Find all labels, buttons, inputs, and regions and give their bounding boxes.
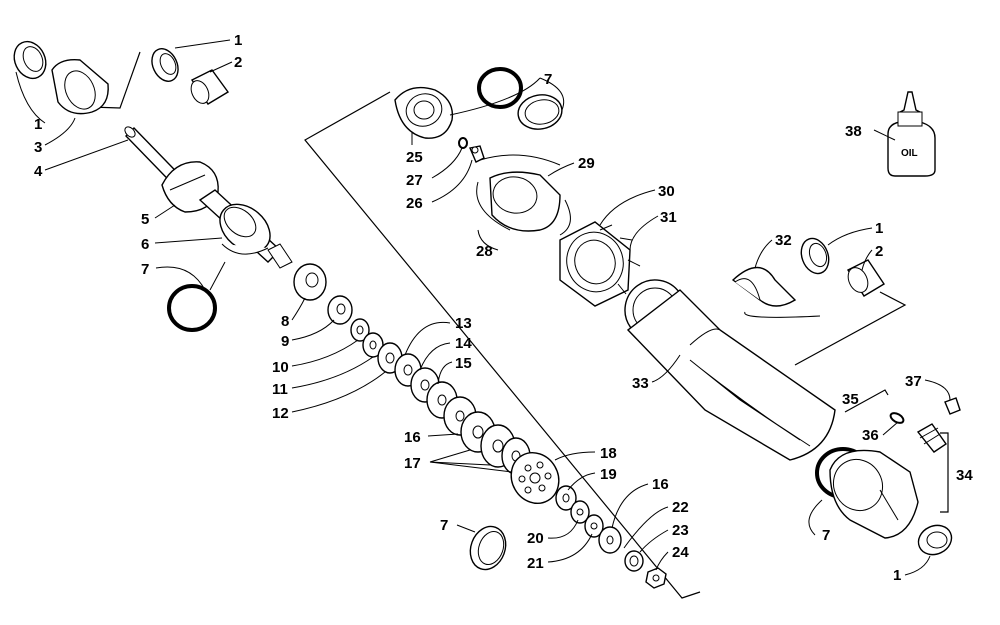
callout-15: 15 xyxy=(455,355,472,372)
shim-stack xyxy=(293,263,531,475)
callout-30: 30 xyxy=(658,183,675,200)
bushing-1-right xyxy=(800,237,830,275)
callout-20: 20 xyxy=(527,530,544,547)
callout-37: 37 xyxy=(905,373,922,390)
valve-assembly-34 xyxy=(889,397,961,453)
callout-1: 1 xyxy=(893,567,901,584)
reservoir-body-33 xyxy=(624,279,836,461)
shim-19 xyxy=(555,485,577,511)
wear-band-7-bottom xyxy=(469,525,507,571)
oil-bottle-38: OIL xyxy=(887,91,936,177)
callout-36: 36 xyxy=(862,427,879,444)
callout-13: 13 xyxy=(455,315,472,332)
callout-19: 19 xyxy=(600,466,617,483)
top-left-bushing-group xyxy=(13,40,230,115)
callout-23: 23 xyxy=(672,522,689,539)
o-ring-7-left xyxy=(167,284,217,332)
callout-34: 34 xyxy=(956,467,973,484)
callout-32: 32 xyxy=(775,232,792,249)
cap-37 xyxy=(944,397,961,415)
callout-2: 2 xyxy=(875,243,883,260)
shim-10 xyxy=(350,318,370,342)
bushing-1-upper xyxy=(151,48,179,82)
callout-1: 1 xyxy=(875,220,883,237)
valve-core-35 xyxy=(916,423,947,453)
callout-8: 8 xyxy=(281,313,289,330)
callout-33: 33 xyxy=(632,375,649,392)
shaft-thread-tip xyxy=(267,243,293,269)
piston-29 xyxy=(489,171,561,232)
callout-29: 29 xyxy=(578,155,595,172)
callout-7: 7 xyxy=(544,71,552,88)
callout-16: 16 xyxy=(652,476,669,493)
lock-ring-31 xyxy=(599,224,641,295)
callout-25: 25 xyxy=(406,149,423,166)
callout-7: 7 xyxy=(440,517,448,534)
callout-1: 1 xyxy=(234,32,242,49)
piston-18 xyxy=(510,452,560,504)
callout-38: 38 xyxy=(845,123,862,140)
o-ring-27 xyxy=(458,137,468,149)
right-bushing-group xyxy=(800,237,885,297)
washer-9 xyxy=(327,295,353,325)
spacer-2-upper xyxy=(190,69,230,105)
callout-2: 2 xyxy=(234,54,242,71)
callout-4: 4 xyxy=(34,163,43,180)
reservoir-end-cap xyxy=(829,449,919,539)
callout-18: 18 xyxy=(600,445,617,462)
callout-24: 24 xyxy=(672,544,689,561)
callout-12: 12 xyxy=(272,405,289,422)
spring-clip-32 xyxy=(731,266,797,307)
washer-23 xyxy=(624,550,644,572)
shim-21 xyxy=(584,514,604,538)
callout-5: 5 xyxy=(141,211,149,228)
upper-cap-25 xyxy=(394,86,454,139)
callout-3: 3 xyxy=(34,139,42,156)
shim-16b xyxy=(598,526,622,554)
seal-rings-28 xyxy=(476,154,571,236)
shaft-assembly xyxy=(124,126,293,269)
callout-6: 6 xyxy=(141,236,149,253)
callout-9: 9 xyxy=(281,333,289,350)
oil-label: OIL xyxy=(901,148,918,159)
o-ring-36 xyxy=(889,412,905,424)
callout-11: 11 xyxy=(272,381,288,398)
callout-7: 7 xyxy=(141,261,149,278)
callout-26: 26 xyxy=(406,195,423,212)
callout-21: 21 xyxy=(527,555,544,572)
shim-20 xyxy=(570,500,590,524)
callout-28: 28 xyxy=(476,243,493,260)
lower-shim-stack xyxy=(555,485,667,589)
bushing-1-top-left xyxy=(13,40,47,80)
nut-24 xyxy=(645,567,667,589)
valve-26 xyxy=(469,145,485,163)
spacer-2-right xyxy=(847,259,885,297)
callout-7: 7 xyxy=(822,527,830,544)
callout-14: 14 xyxy=(455,335,472,352)
callout-17: 17 xyxy=(404,455,421,472)
spring-collar-30 xyxy=(559,221,631,307)
callout-31: 31 xyxy=(660,209,677,226)
callout-16: 16 xyxy=(404,429,421,446)
o-ring-7-top xyxy=(477,67,523,109)
callout-1: 1 xyxy=(34,116,42,133)
callout-10: 10 xyxy=(272,359,289,376)
callout-labels: 1 2 1 3 4 5 6 7 8 9 10 11 12 13 14 15 16… xyxy=(34,32,973,584)
washer-8 xyxy=(293,263,327,301)
spherical-bearing-3 xyxy=(51,59,109,115)
leader-lines xyxy=(15,39,951,576)
assembly-brackets xyxy=(89,51,949,599)
callout-27: 27 xyxy=(406,172,423,189)
callout-35: 35 xyxy=(842,391,859,408)
wear-band-7-top xyxy=(517,94,563,130)
callout-22: 22 xyxy=(672,499,689,516)
seal-head-6 xyxy=(219,203,271,255)
bushing-1-bottom xyxy=(917,524,953,556)
